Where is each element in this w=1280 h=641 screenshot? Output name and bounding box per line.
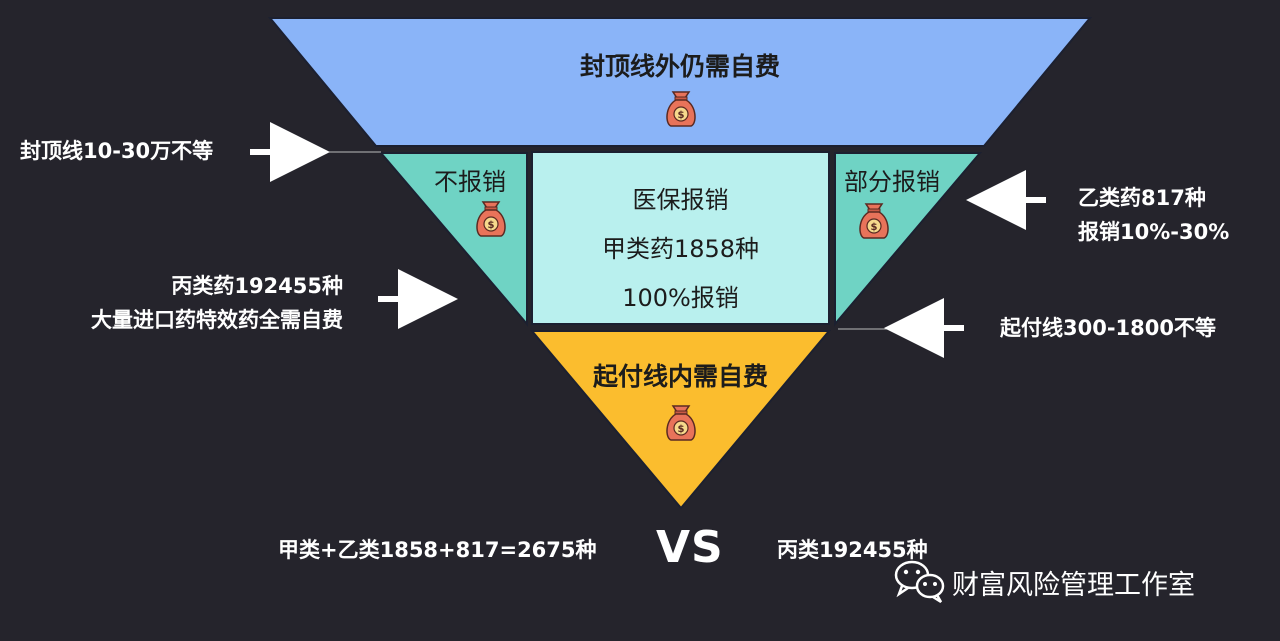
top-section-title: 封顶线外仍需自费 (579, 52, 780, 81)
funnel-right-section (834, 152, 983, 327)
class-b-label-line-2: 报销10%-30% (1078, 220, 1230, 244)
class-b-label-line-1: 乙类药817种 (1078, 186, 1206, 210)
center-line-3: 100%报销 (622, 284, 739, 312)
center-section-text: 医保报销 甲类药1858种 100%报销 (532, 176, 829, 323)
comparison-left-text: 甲类+乙类1858+817=2675种 (278, 538, 597, 562)
class-c-label-line-2: 大量进口药特效药全需自费 (91, 308, 343, 332)
bottom-section-title: 起付线内需自费 (592, 362, 768, 391)
deductible-line-label: 起付线300-1800不等 (1000, 316, 1216, 340)
funnel-left-section (378, 152, 528, 327)
vs-label: VS (656, 522, 724, 573)
funnel-center-section (531, 151, 830, 325)
brand-name: 财富风险管理工作室 (952, 570, 1195, 601)
cap-line-label: 封顶线10-30万不等 (20, 139, 214, 163)
wechat-icon (894, 560, 945, 604)
class-c-label: 丙类药192455种 大量进口药特效药全需自费 (40, 269, 343, 337)
comparison-right-text: 丙类192455种 (777, 538, 928, 562)
class-c-label-line-1: 丙类药192455种 (171, 274, 343, 298)
center-line-2: 甲类药1858种 (601, 235, 760, 263)
center-line-1: 医保报销 (632, 186, 729, 214)
class-b-label: 乙类药817种 报销10%-30% (1078, 181, 1268, 249)
left-section-title: 不报销 (434, 168, 506, 196)
right-section-title: 部分报销 (844, 168, 940, 196)
funnel-top-section (267, 17, 1093, 147)
